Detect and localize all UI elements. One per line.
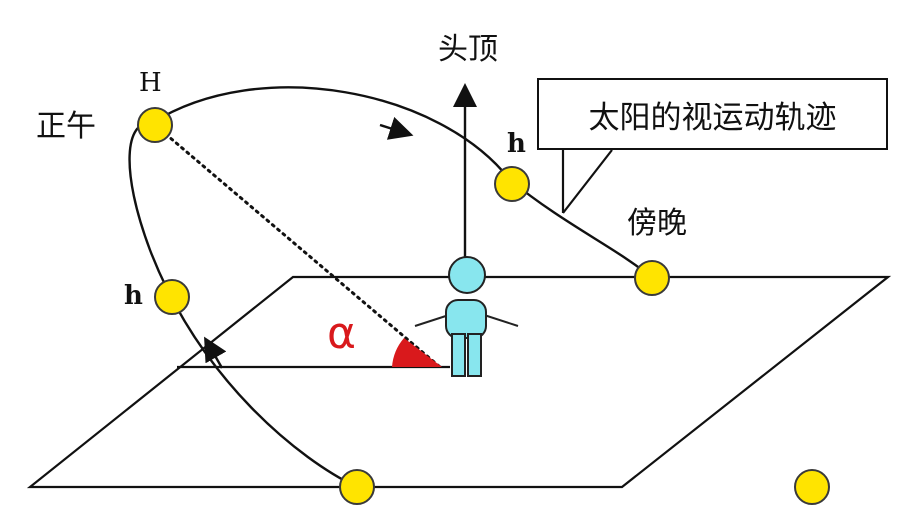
sun-h-right <box>494 166 530 202</box>
sun-evening <box>634 260 670 296</box>
trajectory-label: 太阳的视运动轨迹 <box>588 99 837 136</box>
sun-h-left <box>154 279 190 315</box>
noon-sun-label: H <box>139 68 162 98</box>
trajectory-arrow-upper <box>379 116 414 140</box>
ground-plane <box>26 275 892 489</box>
callout-pointer <box>561 149 613 214</box>
angle-label: α <box>327 308 357 359</box>
zenith-label: 头顶 <box>438 32 498 67</box>
evening-label: 傍晚 <box>627 206 687 241</box>
sun-h-left-label: h <box>124 281 143 311</box>
altitude-angle-wedge <box>392 338 442 367</box>
sun-morning <box>339 469 375 505</box>
noon-label: 正午 <box>36 109 96 144</box>
sun-noon <box>137 107 173 143</box>
sun-night <box>794 469 830 505</box>
observer-person <box>414 256 519 377</box>
trajectory-arrow-lower <box>204 336 227 369</box>
sun-h-right-label: h <box>507 129 526 159</box>
trajectory-label-box: 太阳的视运动轨迹 <box>537 78 888 150</box>
line-of-sight <box>153 123 442 369</box>
